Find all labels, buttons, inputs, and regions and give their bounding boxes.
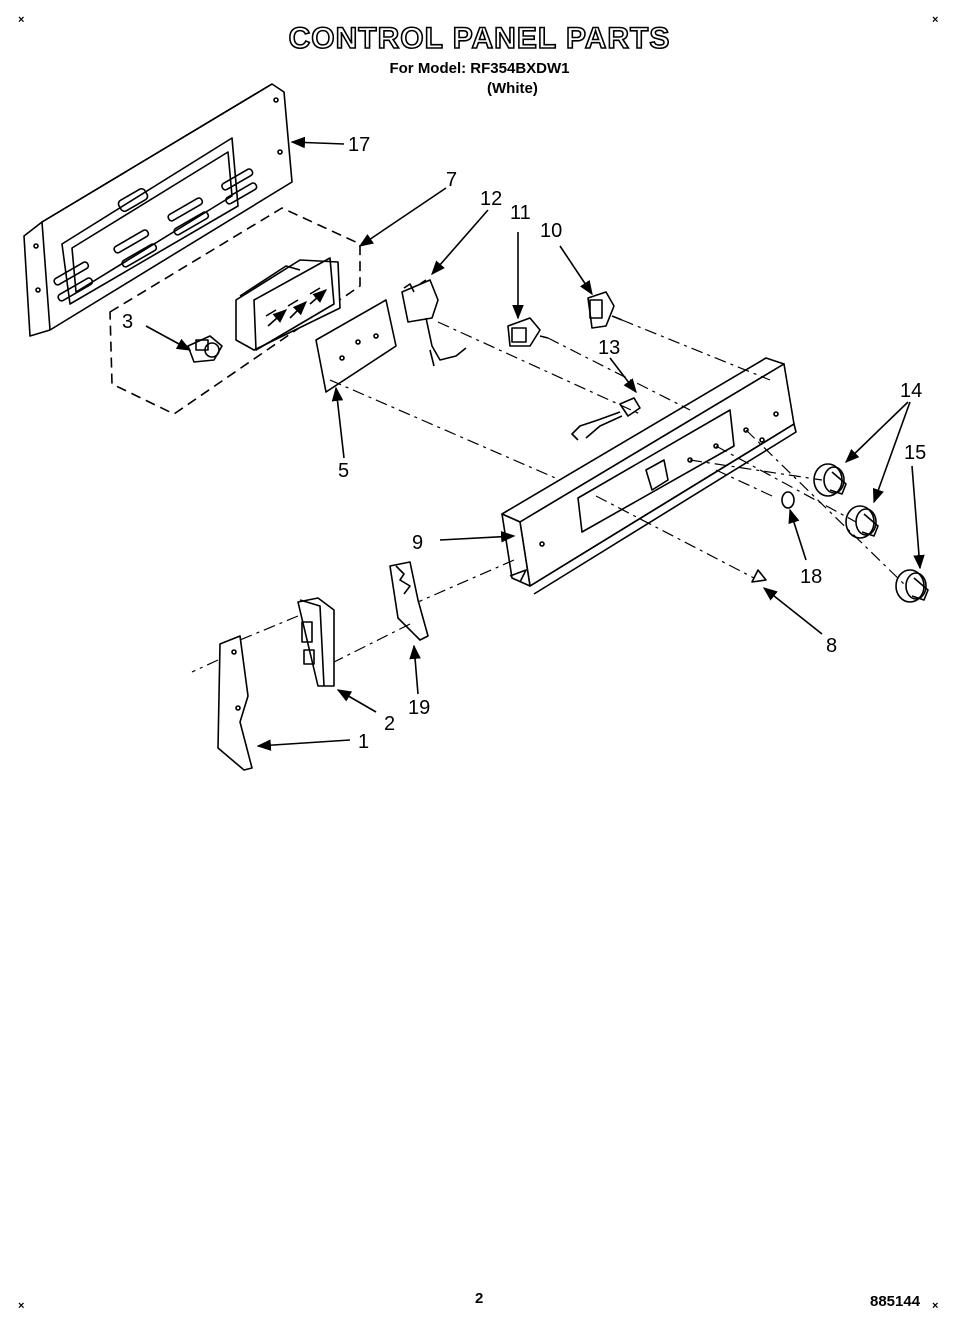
part-17-rear-panel bbox=[23, 83, 293, 337]
part-18-shaft bbox=[781, 491, 795, 509]
callout-17: 17 bbox=[348, 134, 370, 156]
part-12-thermostat bbox=[401, 279, 467, 367]
callout-3: 3 bbox=[122, 311, 133, 333]
callout-14: 14 bbox=[900, 380, 922, 402]
part-11-switch bbox=[507, 317, 549, 347]
callout-10: 10 bbox=[540, 220, 562, 242]
assembly-lines bbox=[191, 319, 907, 673]
part-19-bracket bbox=[389, 561, 429, 641]
part-5-overlay bbox=[315, 299, 397, 393]
callout-7: 7 bbox=[446, 169, 457, 191]
corner-mark-bottom-left: × bbox=[18, 1300, 25, 1312]
part-8-button bbox=[751, 569, 767, 583]
part-2-insulator bbox=[297, 597, 335, 687]
part-15-knob bbox=[895, 569, 929, 603]
callout-1: 1 bbox=[358, 731, 369, 753]
part-3-clip bbox=[187, 335, 223, 363]
corner-mark-top-right: × bbox=[932, 14, 939, 26]
callout-8: 8 bbox=[826, 635, 837, 657]
corner-mark-top-left: × bbox=[18, 14, 25, 26]
callout-11: 11 bbox=[510, 202, 531, 224]
page-title: CONTROL PANEL PARTS bbox=[288, 21, 671, 56]
callout-19: 19 bbox=[408, 697, 430, 719]
part-14-knob-upper bbox=[813, 463, 847, 497]
page-number: 2 bbox=[475, 1290, 484, 1307]
color-note: (White) bbox=[487, 80, 538, 97]
part-13-wire-harness bbox=[571, 397, 641, 441]
callout-9: 9 bbox=[412, 532, 423, 554]
part-14-knob-lower bbox=[845, 505, 879, 539]
callout-12: 12 bbox=[480, 188, 502, 210]
callout-13: 13 bbox=[598, 337, 620, 359]
callout-2: 2 bbox=[384, 713, 395, 735]
part-7-timer-module bbox=[235, 257, 341, 351]
part-9-control-console bbox=[501, 357, 797, 595]
document-number: 885144 bbox=[870, 1293, 921, 1310]
part-1-end-cap bbox=[217, 635, 253, 771]
part-10-rotary-switch bbox=[587, 291, 623, 329]
model-line: For Model: RF354BXDW1 bbox=[389, 60, 570, 77]
callout-15: 15 bbox=[904, 442, 926, 464]
corner-mark-bottom-right: × bbox=[932, 1300, 939, 1312]
leader-arrows bbox=[145, 136, 925, 751]
callout-numbers: 17 7 12 11 10 13 3 5 9 14 15 18 8 19 2 1 bbox=[122, 134, 926, 753]
callout-5: 5 bbox=[338, 460, 349, 482]
callout-18: 18 bbox=[800, 566, 822, 588]
subassembly-dashed-outline bbox=[109, 207, 361, 415]
